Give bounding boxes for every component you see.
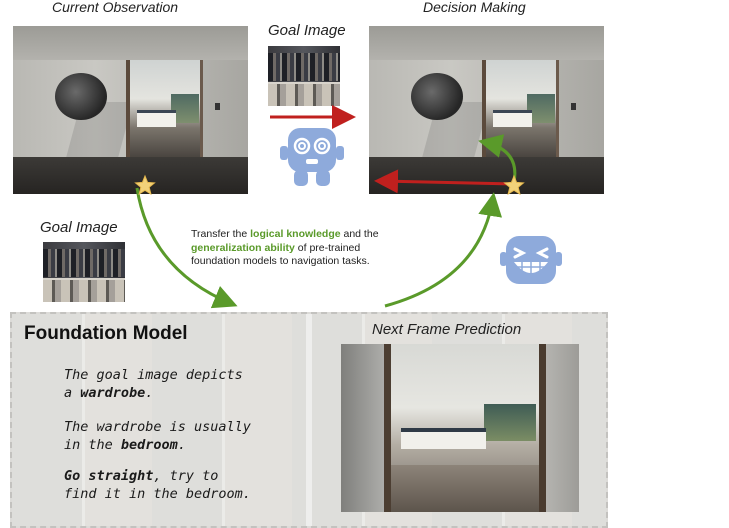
goal-image-thumbnail-left [43,242,125,302]
reasoning-step-1: The goal image depicts a wardrobe. [64,367,243,401]
next-frame-prediction-image [341,344,579,512]
reasoning-step-2: The wardrobe is usually in the bedroom. [64,419,251,453]
green-arc-down [135,187,238,309]
confused-robot-icon [278,122,346,190]
green-turn-arrow [478,134,517,183]
red-arrow-left [374,169,513,194]
foundation-model-title: Foundation Model [24,323,188,344]
wall-object [411,73,463,121]
doorway [125,59,204,158]
current-observation-caption: Current Observation [52,0,179,15]
goal-image-caption-left: Goal Image [40,219,118,236]
goal-image-caption-top: Goal Image [268,22,346,39]
decision-making-caption: Decision Making [423,0,526,15]
star-icon [503,174,525,196]
green-arc-up [384,192,503,308]
current-observation-image [13,26,248,194]
star-icon [134,174,156,196]
goal-image-thumbnail-top [268,46,340,106]
grinning-robot-icon [500,232,562,288]
decision-making-image [369,26,604,194]
wall-object [55,73,107,121]
reasoning-step-3: Go straight, try to find it in the bedro… [64,468,251,502]
transfer-description: Transfer the logical knowledge and the g… [191,228,379,267]
next-frame-prediction-caption: Next Frame Prediction [372,321,522,338]
